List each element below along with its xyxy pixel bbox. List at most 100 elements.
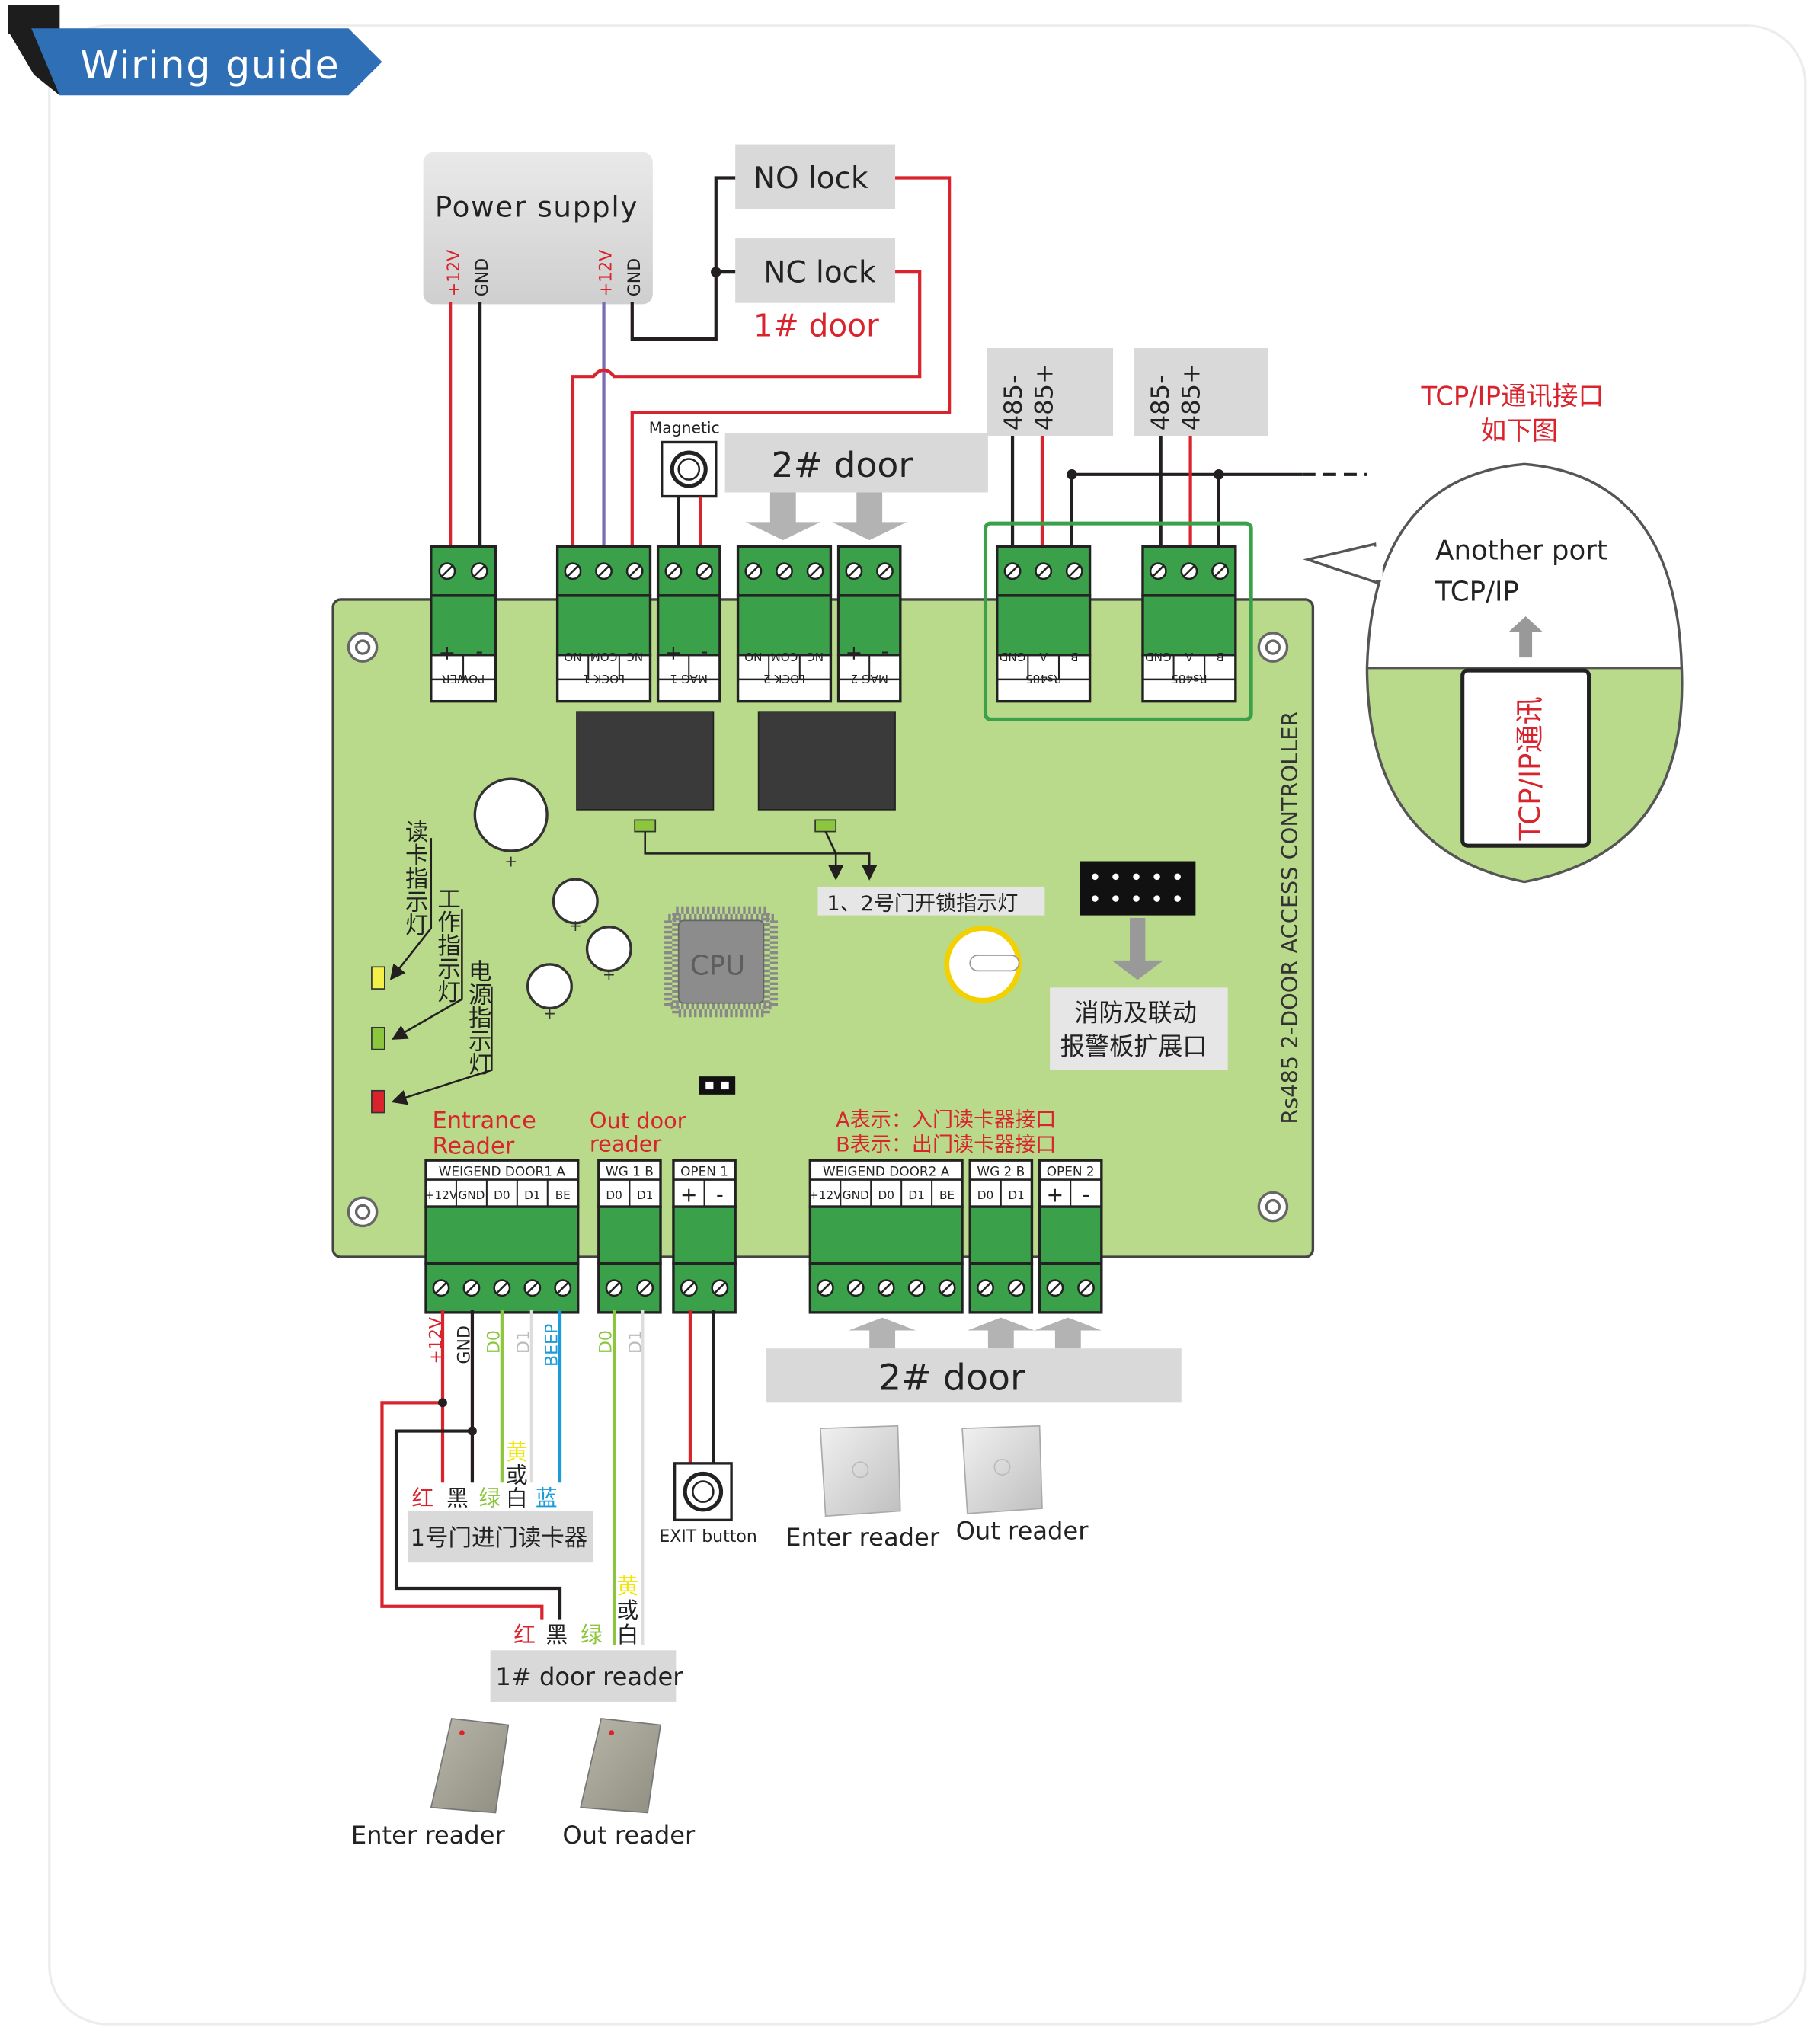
page-title: Wiring guide	[80, 43, 340, 88]
rs485-b-minus: 485-	[1146, 375, 1175, 430]
fire-port-line2: 报警板扩展口	[1060, 1031, 1207, 1060]
pin-label: GND	[843, 1188, 869, 1202]
color-red: 红	[411, 1485, 433, 1511]
magnetic-label: Magnetic	[649, 419, 720, 437]
reader-door1-out: Out reader	[562, 1718, 696, 1850]
pin-label: BE	[939, 1188, 955, 1202]
door1-out-reader-label: Out reader	[562, 1821, 696, 1850]
rs485-wires	[1010, 436, 1367, 549]
pin-label: -	[1083, 1183, 1090, 1207]
terminal-open1: OPEN 1+-	[672, 1159, 737, 1314]
terminal-mag2: +-MAG 2	[836, 545, 902, 703]
reader1-label-box	[408, 1511, 594, 1563]
terminal-name: WG 2 B	[977, 1163, 1025, 1178]
terminal-name: WG 1 B	[606, 1163, 654, 1178]
color-yellow: 黄	[506, 1439, 528, 1465]
tcp-bubble: Another port TCP/IP TCP/IP通讯	[1303, 462, 1684, 884]
board-side-title: Rs485 2-DOOR ACCESS CONTROLLER	[1277, 712, 1303, 1124]
ps-pin-12v-a: +12V	[445, 250, 464, 296]
reader1-colors: 红 黑 绿 黄 或 白 蓝	[411, 1439, 557, 1511]
door2-top-banner: 2# door	[724, 433, 988, 541]
cpu-chip: CPU	[664, 906, 779, 1018]
bubble-line1: Another port	[1435, 536, 1607, 567]
pin-label: BE	[555, 1188, 571, 1202]
pin-label: B	[1216, 650, 1223, 664]
color-or-2: 或	[616, 1597, 638, 1623]
color-white: 白	[506, 1485, 528, 1511]
pin-label: +12V	[809, 1188, 842, 1202]
read-card-indicator: 读卡指示灯	[401, 820, 428, 936]
door1-label: 1# door	[753, 308, 879, 344]
pin-label: D0	[878, 1188, 894, 1202]
pin-label: GND	[1145, 650, 1172, 664]
color-blue: 蓝	[536, 1485, 558, 1511]
no-lock-box: NO lock	[735, 144, 896, 209]
pin-label: +12V	[425, 1188, 458, 1202]
door2-enter-reader-label: Enter reader	[785, 1523, 940, 1552]
terminal-name: OPEN 2	[1047, 1163, 1095, 1178]
color-black-2: 黑	[545, 1622, 568, 1648]
color-or: 或	[506, 1462, 528, 1488]
exit-button: EXIT button	[659, 1462, 757, 1546]
pin-label: NO	[744, 650, 762, 664]
pin-label: D0	[977, 1188, 993, 1202]
terminal-power: +-POWER	[430, 545, 497, 703]
reader-door2-enter: Enter reader	[785, 1425, 940, 1552]
reader-door1-enter: Enter reader	[351, 1718, 510, 1850]
door1-reader-box	[490, 1650, 677, 1702]
pin-label: +	[846, 641, 863, 665]
pin-label: COM	[771, 650, 798, 664]
out-door-reader-label-1: Out door	[590, 1108, 686, 1134]
pin-label: D1	[908, 1188, 924, 1202]
tcp-caption-line1: TCP/IP通讯接口	[1421, 381, 1604, 411]
work-indicator: 工作指示灯	[433, 887, 461, 1003]
jumper	[699, 1076, 736, 1095]
unlock-indicator-label: 1、2号门开锁指示灯	[827, 892, 1018, 916]
exit-button-label: EXIT button	[659, 1527, 756, 1546]
reader1-label: 1号门进门读卡器	[411, 1525, 588, 1552]
door1-reader-label: 1# door reader	[495, 1662, 683, 1691]
power-indicator: 电源指示灯	[464, 959, 491, 1076]
pin-label: A	[1039, 650, 1048, 664]
terminal-name: POWER	[441, 672, 485, 686]
cpu-label: CPU	[690, 950, 745, 981]
nc-lock-box: NC lock	[735, 238, 896, 303]
door2-bottom-banner: 2# door	[766, 1317, 1182, 1403]
pin-label: -	[881, 641, 889, 665]
pin-label: D1	[1008, 1188, 1024, 1202]
no-lock-label: NO lock	[753, 161, 868, 196]
svg-text:+: +	[504, 852, 517, 870]
ab-note-b: B表示：出门读卡器接口	[836, 1133, 1056, 1156]
pin-label: +	[665, 641, 683, 665]
terminal-name: Rs485	[1171, 672, 1207, 686]
color-black: 黑	[446, 1485, 469, 1511]
ps-pin-gnd-a: GND	[473, 258, 492, 296]
terminal-name: WEIGEND DOOR1 A	[439, 1163, 566, 1178]
tcp-port-label: TCP/IP通讯	[1513, 696, 1547, 841]
ps-pin-gnd-b: GND	[625, 258, 645, 296]
ps-pin-12v-b: +12V	[597, 250, 616, 296]
nc-lock-label: NC lock	[763, 256, 876, 290]
svg-text:+: +	[569, 916, 582, 935]
terminal-name: MAG 1	[670, 672, 708, 686]
pin-label: -	[701, 641, 708, 665]
capacitors	[473, 777, 632, 1010]
header-ribbon: Wiring guide	[8, 5, 382, 96]
tcp-caption-line2: 如下图	[1480, 416, 1557, 446]
door2-out-reader-label: Out reader	[956, 1517, 1089, 1546]
pin-label: +	[1047, 1183, 1064, 1207]
power-supply-box: Power supply +12V GND +12V GND	[423, 152, 653, 305]
pin-label: -	[475, 641, 483, 665]
rs485-port-b: 485- 485+	[1134, 347, 1268, 437]
terminal-name: Rs485	[1025, 672, 1062, 686]
reader-door2-out: Out reader	[956, 1425, 1089, 1546]
reader-wires	[380, 1310, 715, 1645]
svg-text:+: +	[603, 965, 616, 983]
